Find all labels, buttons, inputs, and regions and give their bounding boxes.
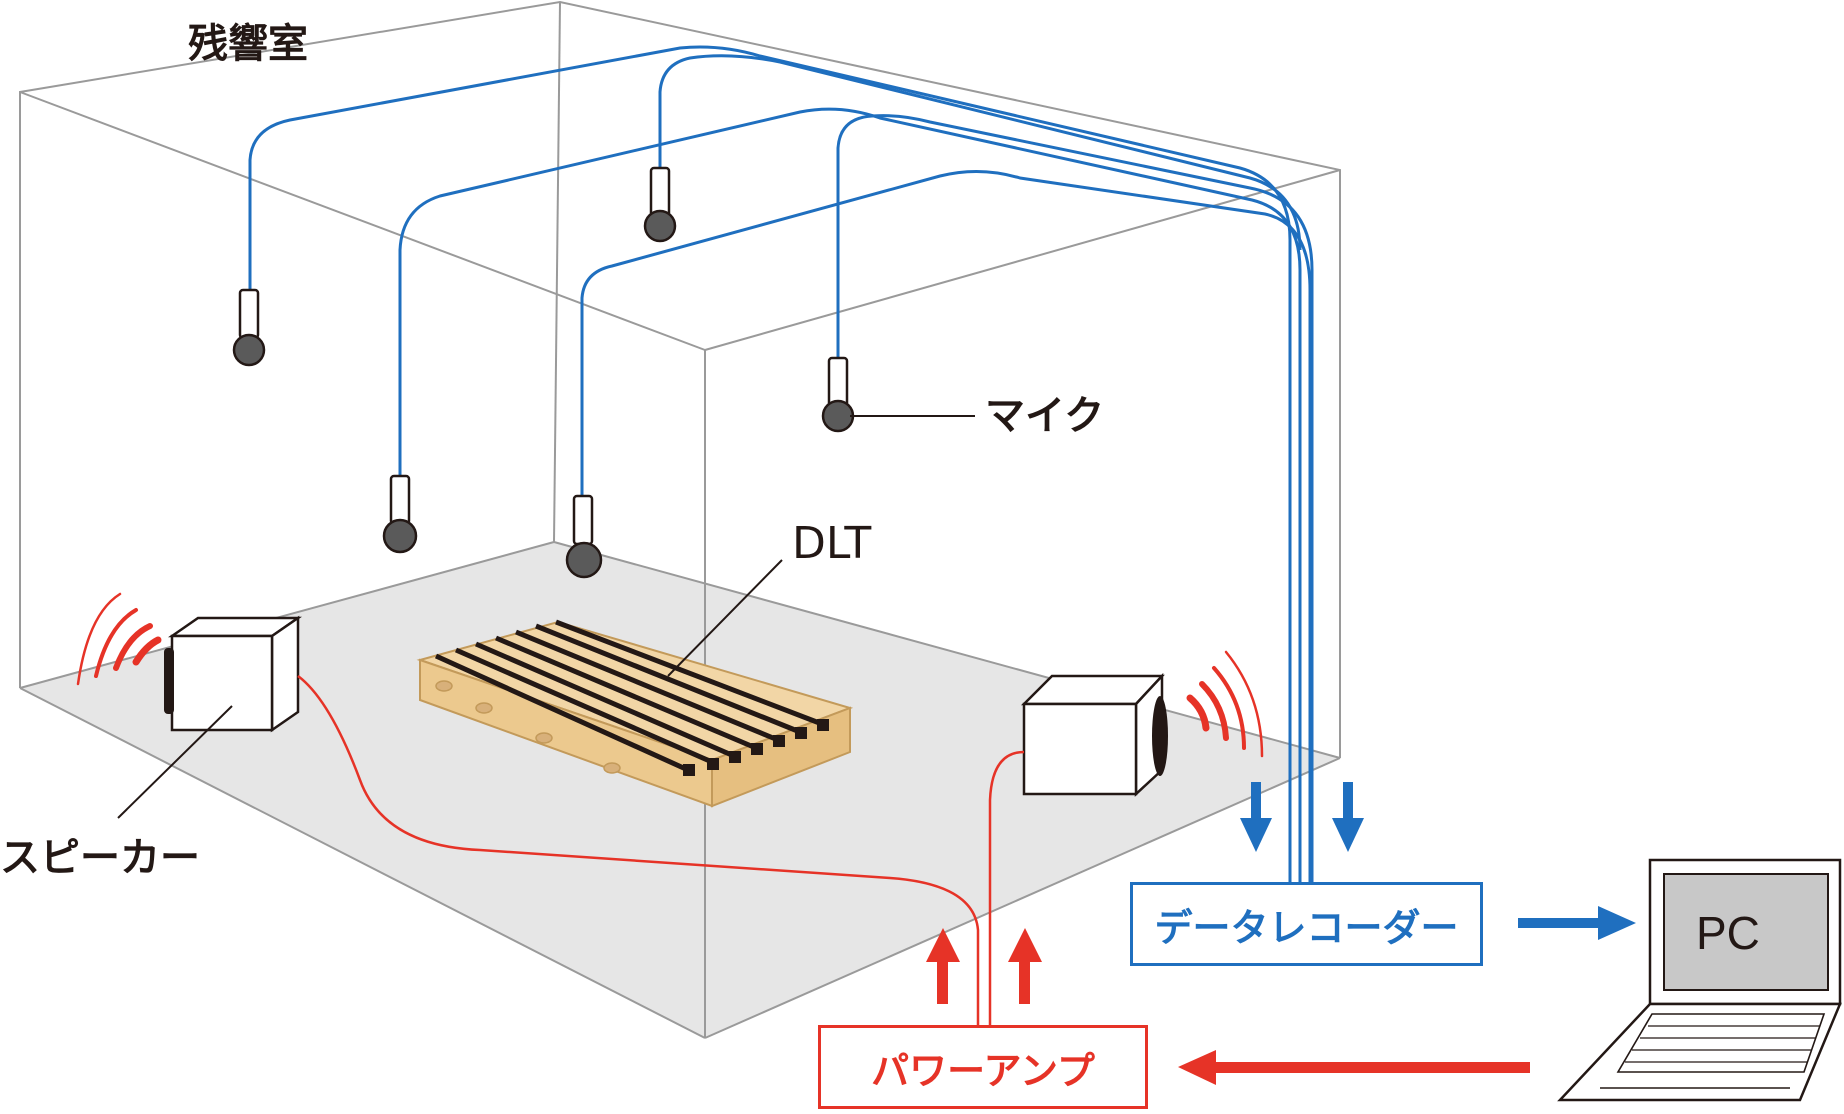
arrows-to-speakers <box>926 928 1042 1004</box>
microphone-4 <box>382 474 418 554</box>
laptop-icon <box>1557 858 1842 1102</box>
microphone-3 <box>821 356 855 433</box>
microphone-5 <box>565 494 603 579</box>
room-label: 残響室 <box>188 21 308 67</box>
mic-cables <box>248 45 1314 885</box>
dlt-leader-line <box>667 559 783 677</box>
speaker-cables <box>297 675 1025 1028</box>
data-recorder-label: データレコーダー <box>1154 905 1459 950</box>
data-recorder-box: データレコーダー <box>1130 882 1483 966</box>
sound-wave-right <box>1186 650 1264 758</box>
speaker-leader-line <box>117 705 233 819</box>
power-amp-box: パワーアンプ <box>818 1025 1148 1109</box>
dlt-panel <box>416 619 854 808</box>
speaker-left <box>164 615 303 733</box>
microphone-2 <box>643 166 677 243</box>
arrow-pc-to-amp <box>1178 1050 1530 1085</box>
pc-label: PC <box>1696 907 1760 959</box>
dlt-label: DLT <box>792 518 872 569</box>
speaker-right <box>1020 672 1168 797</box>
mic-label: マイク <box>985 393 1105 439</box>
microphone-1 <box>232 288 266 367</box>
room-outline <box>19 0 1341 1039</box>
power-amp-label: パワーアンプ <box>871 1048 1095 1093</box>
sound-wave-left <box>76 592 162 686</box>
arrow-recorder-to-pc <box>1518 906 1636 940</box>
speaker-label: スピーカー <box>0 835 200 881</box>
arrows-to-recorder <box>1240 782 1364 852</box>
